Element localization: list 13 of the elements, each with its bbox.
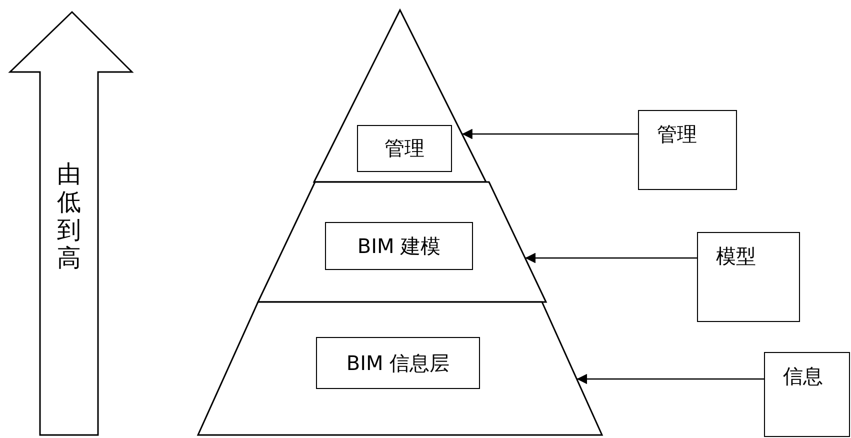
text-box: 模型 [697,232,800,322]
text-box: BIM 信息层 [316,337,480,389]
pyramid-tier [258,182,546,302]
pyramid-tier [198,302,602,435]
arrow [462,128,638,140]
text-box: 管理 [357,125,452,172]
direction-label: 由低到高 [57,160,81,272]
text-box: 管理 [638,110,737,190]
arrow [525,252,697,264]
pyramid-tier [314,10,486,182]
arrow [576,374,764,384]
text-box: BIM 建模 [325,222,473,270]
text-box: 信息 [764,352,850,437]
